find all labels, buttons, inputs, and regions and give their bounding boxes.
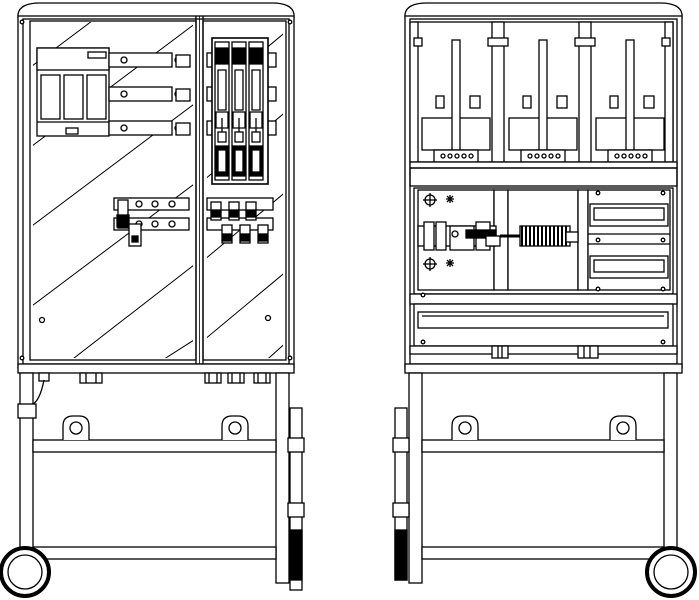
rear-view xyxy=(392,2,697,598)
terminal-section xyxy=(413,187,674,295)
front-roof xyxy=(17,2,295,19)
neutral-rail xyxy=(113,197,274,247)
lower-rail-section xyxy=(409,190,678,359)
fuse-icon xyxy=(214,41,264,181)
wheel-icon xyxy=(0,546,51,598)
meter-mounts xyxy=(421,39,665,163)
rear-roof xyxy=(404,2,683,19)
cable-glands xyxy=(38,372,271,384)
fuse-switch-block xyxy=(211,37,269,185)
wheel-icon xyxy=(645,546,697,598)
front-screws xyxy=(19,19,293,361)
front-view xyxy=(0,2,305,598)
busbars-upper xyxy=(108,52,277,136)
meter-panel-rails xyxy=(409,21,674,163)
main-breaker xyxy=(36,47,110,137)
front-base-plinth xyxy=(17,363,295,374)
front-trolley-frame xyxy=(17,372,305,591)
rear-trolley-frame xyxy=(392,372,678,584)
rear-base-plinth xyxy=(404,363,683,374)
